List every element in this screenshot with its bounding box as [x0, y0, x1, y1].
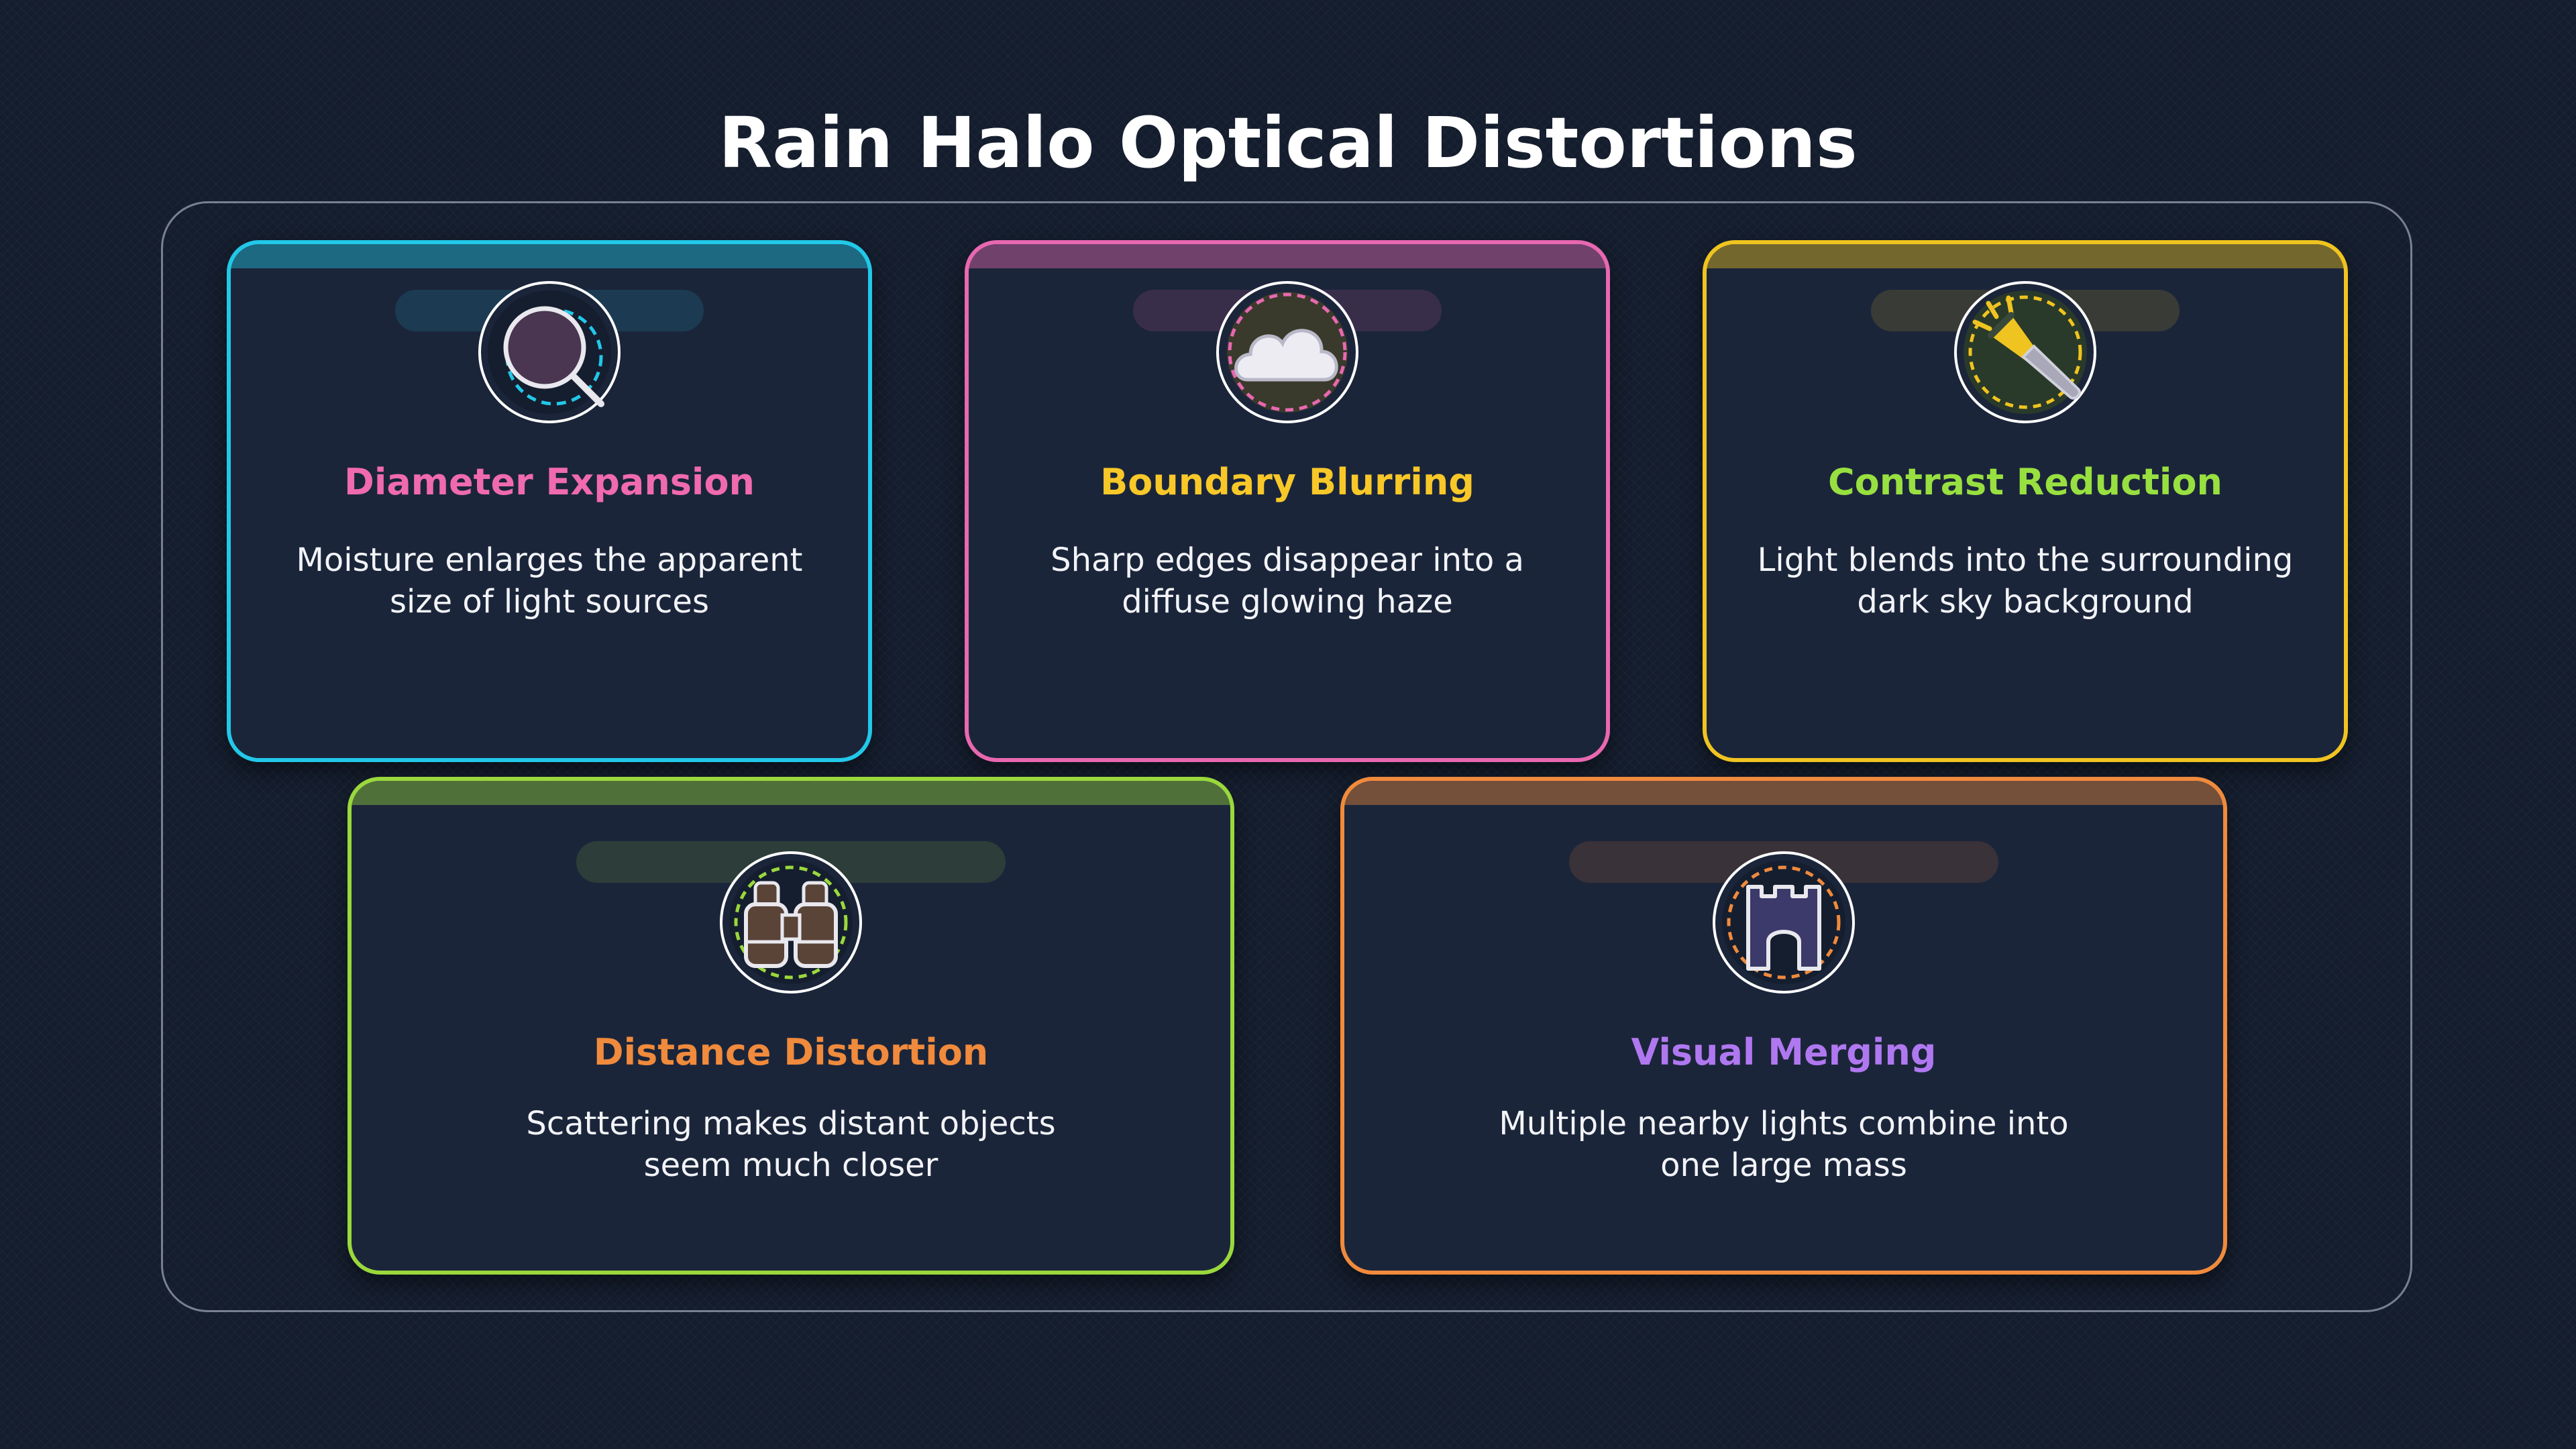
castle-tower-icon — [1709, 848, 1858, 997]
diagram-frame — [161, 201, 2412, 1312]
card-title: Diameter Expansion — [344, 461, 755, 503]
card-top-bar — [1707, 244, 2344, 268]
cloud-icon — [1213, 278, 1362, 427]
card-description: Scattering makes distant objects seem mu… — [526, 1105, 1056, 1184]
card-boundary-blurring: Boundary Blurring Sharp edges disappear … — [965, 240, 1610, 762]
card-description: Sharp edges disappear into a diffuse glo… — [1051, 541, 1524, 621]
binoculars-icon — [716, 848, 865, 997]
card-top-bar — [231, 244, 868, 268]
page-title: Rain Halo Optical Distortions — [718, 102, 1858, 184]
card-description: Light blends into the surrounding dark s… — [1757, 541, 2294, 621]
card-title: Boundary Blurring — [1100, 461, 1474, 503]
card-title: Distance Distortion — [593, 1031, 989, 1073]
card-visual-merging: Visual Merging Multiple nearby lights co… — [1340, 777, 2227, 1275]
card-title: Visual Merging — [1631, 1031, 1937, 1073]
card-top-bar — [969, 244, 1606, 268]
flashlight-icon — [1951, 278, 2100, 427]
magnifying-glass-icon — [475, 278, 624, 427]
card-distance-distortion: Distance Distortion Scattering makes dis… — [347, 777, 1234, 1275]
card-title: Contrast Reduction — [1828, 461, 2222, 503]
card-top-bar — [1344, 781, 2223, 805]
card-contrast-reduction: Contrast Reduction Light blends into the… — [1703, 240, 2348, 762]
card-top-bar — [352, 781, 1230, 805]
card-diameter-expansion: Diameter Expansion Moisture enlarges the… — [227, 240, 872, 762]
card-description: Moisture enlarges the apparent size of l… — [296, 541, 803, 621]
card-description: Multiple nearby lights combine into one … — [1499, 1105, 2069, 1184]
